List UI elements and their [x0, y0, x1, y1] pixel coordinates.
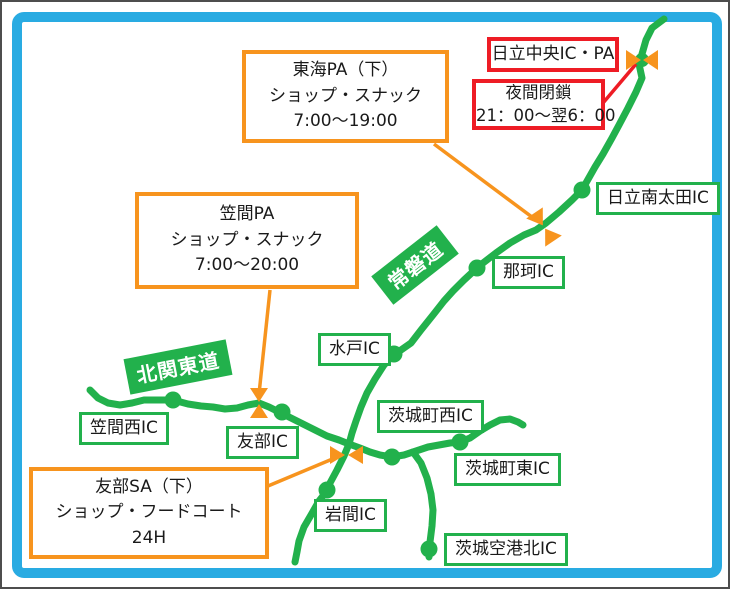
leader-line-night-closure — [601, 62, 638, 105]
ic-dot-kasama-nishi — [164, 391, 182, 409]
facility-service: ショップ・スナック — [269, 85, 422, 106]
facility-hours: 24H — [131, 527, 167, 548]
alert-box-night-closure: 夜間閉鎖 21：00～翌6：00 — [472, 79, 616, 130]
facility-title: 東海PA（下） — [292, 60, 399, 81]
facility-title: 友部SA（下） — [95, 476, 203, 497]
ic-label-ibarakimachi-higashi: 茨城町東IC — [454, 453, 561, 487]
ic-label-hitachi-minami-ota: 日立南太田IC — [596, 182, 720, 216]
facility-hours: 7:00～20:00 — [194, 255, 300, 276]
facility-box-tomobe-sa: 友部SA（下） ショップ・フードコート 24H — [29, 467, 269, 559]
sa-pa-marker-kasama-pa — [250, 388, 268, 418]
sa-pa-marker-tokai-pa — [526, 207, 562, 247]
sa-pa-marker-tomobe-sa — [330, 446, 363, 464]
closure-hours: 21：00～翌6：00 — [476, 105, 616, 125]
closure-title: 夜間閉鎖 — [505, 83, 572, 103]
leader-line-kasama-pa — [257, 289, 272, 395]
ic-dot-ibarakimachi-higashi — [451, 433, 469, 451]
ic-dot-iwama — [318, 481, 336, 499]
alert-box-hitachi-chuo-ic-pa: 日立中央IC・PA — [487, 37, 619, 72]
alert-facility-name: 日立中央IC・PA — [491, 44, 615, 65]
ic-label-ibarakimachi-nishi: 茨城町西IC — [377, 400, 484, 434]
ic-label-iwama: 岩間IC — [314, 499, 387, 533]
ic-label-tomobe: 友部IC — [226, 426, 299, 460]
facility-hours: 7:00～19:00 — [293, 111, 398, 132]
ic-label-mito: 水戸IC — [318, 333, 391, 367]
ic-label-ibaraki-kuko-kita: 茨城空港北IC — [444, 533, 568, 567]
sa-pa-marker-hitachi-chuo — [626, 50, 658, 70]
ic-dot-hitachi-minami-ota — [573, 181, 591, 199]
ic-label-naka: 那珂IC — [492, 256, 565, 290]
ic-dot-ibarakimachi-nishi — [383, 448, 401, 466]
ic-label-kasama-nishi: 笠間西IC — [79, 412, 169, 446]
facility-box-tokai-pa: 東海PA（下） ショップ・スナック 7:00～19:00 — [242, 50, 449, 143]
joban-expressway-road — [291, 15, 668, 566]
airport-branch-road — [409, 448, 437, 561]
map-border — [12, 12, 722, 578]
facility-box-kasama-pa: 笠間PA ショップ・スナック 7:00～20:00 — [135, 192, 359, 289]
kitakanto-expressway-road-west — [86, 386, 353, 448]
ic-dot-hitachi-chuo — [635, 53, 649, 67]
ic-dot-ibaraki-kuko-kita — [420, 540, 438, 558]
facility-title: 笠間PA — [219, 204, 275, 225]
ic-dot-naka — [468, 259, 486, 277]
leader-line-tomobe-sa — [267, 453, 343, 488]
leader-line-tokai-pa — [432, 142, 538, 222]
facility-service: ショップ・スナック — [170, 229, 324, 250]
ic-dot-tomobe — [273, 403, 291, 421]
kitakanto-expressway-road-east — [345, 415, 527, 461]
facility-service: ショップ・フードコート — [55, 502, 243, 523]
